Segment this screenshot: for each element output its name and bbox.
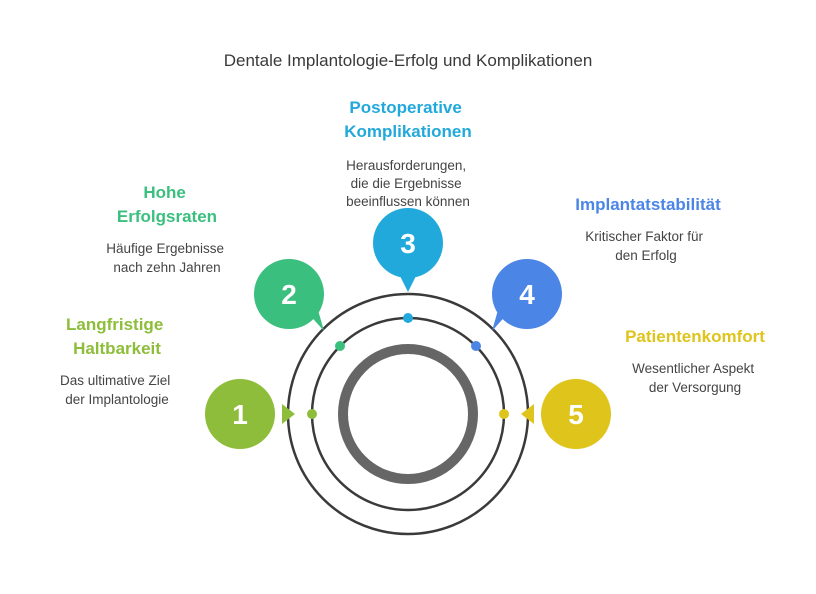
step-badge-5: 5 [521, 379, 611, 449]
marker-dot-4 [471, 341, 481, 351]
step-number-3: 3 [400, 228, 416, 259]
marker-dot-3 [403, 313, 413, 323]
step-heading-3: Postoperative Komplikationen [344, 98, 472, 141]
step-number-1: 1 [232, 399, 248, 430]
step-description-5: Wesentlicher Aspekt der Versorgung [632, 361, 758, 395]
step-heading-4: Implantatstabilität [575, 195, 721, 214]
marker-dot-1 [307, 409, 317, 419]
step-description-4: Kritischer Faktor für den Erfolg [585, 229, 707, 263]
step-number-4: 4 [519, 279, 535, 310]
step-heading-2: Hohe Erfolgsraten [117, 183, 217, 226]
step-badge-2: 2 [254, 259, 324, 331]
step-number-2: 2 [281, 279, 297, 310]
step-badge-4: 4 [492, 259, 562, 331]
page-title: Dentale Implantologie-Erfolg und Komplik… [224, 51, 593, 70]
step-heading-5: Patientenkomfort [625, 327, 765, 346]
step-number-5: 5 [568, 399, 584, 430]
step-badge-3: 3 [373, 208, 443, 292]
step-description-2: Häufige Ergebnisse nach zehn Jahren [106, 241, 228, 275]
outer-ring [286, 292, 530, 536]
core-ring [338, 344, 478, 484]
step-description-3: Herausforderungen, die die Ergebnisse be… [346, 158, 470, 209]
marker-dot-2 [335, 341, 345, 351]
marker-dot-5 [499, 409, 509, 419]
step-heading-1: Langfristige Haltbarkeit [66, 315, 168, 358]
step-description-1: Das ultimative Ziel der Implantologie [60, 373, 174, 407]
step-badge-1: 1 [205, 379, 295, 449]
